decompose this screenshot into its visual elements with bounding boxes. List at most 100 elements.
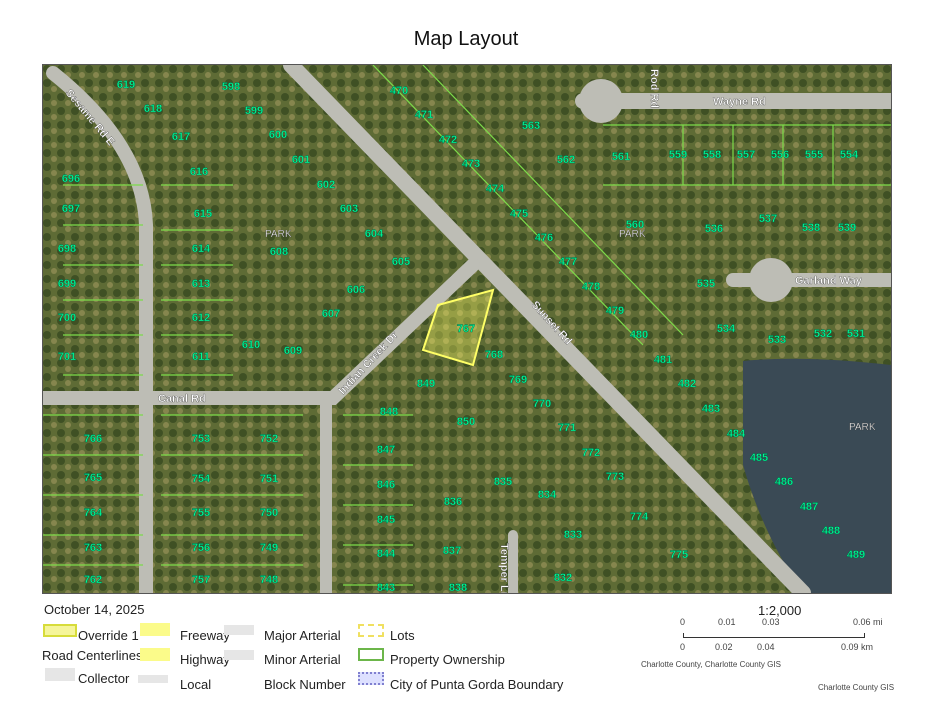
lot-number: 478 bbox=[582, 281, 600, 293]
lot-number: 772 bbox=[582, 447, 600, 459]
lot-number: 536 bbox=[705, 223, 723, 235]
lot-number: 561 bbox=[612, 151, 630, 163]
lot-number: 556 bbox=[771, 149, 789, 161]
map-title: Map Layout bbox=[413, 28, 519, 50]
lot-number: 833 bbox=[564, 529, 582, 541]
lot-number: 603 bbox=[340, 203, 358, 215]
lot-number: 750 bbox=[260, 507, 278, 519]
lot-number: 477 bbox=[559, 256, 577, 268]
lot-number: 559 bbox=[669, 149, 687, 161]
lot-number: 836 bbox=[444, 496, 462, 508]
lot-number: 486 bbox=[775, 476, 793, 488]
lot-number: 617 bbox=[172, 131, 190, 143]
scale-tick: 0 bbox=[680, 642, 686, 652]
scale-tick: 0.02 bbox=[715, 642, 733, 652]
lot-number: 483 bbox=[702, 403, 720, 415]
lot-number: 767 bbox=[457, 323, 475, 335]
lot-number: 845 bbox=[377, 514, 395, 526]
override-parcel bbox=[421, 288, 495, 367]
legend-city-boundary: City of Punta Gorda Boundary bbox=[390, 677, 564, 692]
lot-number: 616 bbox=[190, 166, 208, 178]
lot-number: 753 bbox=[192, 433, 210, 445]
legend-highway: Highway bbox=[180, 652, 230, 667]
legend-lots: Lots bbox=[390, 628, 415, 643]
pond bbox=[743, 358, 891, 593]
map-date: October 14, 2025 bbox=[44, 602, 145, 617]
lots-swatch bbox=[358, 624, 384, 637]
lot-number: 843 bbox=[377, 582, 395, 594]
lot-number: 476 bbox=[535, 232, 553, 244]
legend-major-arterial: Major Arterial bbox=[264, 628, 341, 643]
lot-number: 609 bbox=[284, 345, 302, 357]
lot-number: 618 bbox=[144, 103, 162, 115]
lot-number: 751 bbox=[260, 473, 278, 485]
legend-block-number: Block Number bbox=[264, 677, 346, 692]
map-credit: Charlotte County GIS bbox=[818, 683, 895, 692]
lot-number: 473 bbox=[462, 158, 480, 170]
lot-number: 531 bbox=[847, 328, 865, 340]
legend-minor-arterial: Minor Arterial bbox=[264, 652, 341, 667]
lot-number: 835 bbox=[494, 476, 512, 488]
lot-number: 698 bbox=[58, 243, 76, 255]
lot-number: 765 bbox=[84, 472, 102, 484]
lot-number: 697 bbox=[62, 203, 80, 215]
road-label: Canal Rd bbox=[158, 393, 206, 405]
lot-number: 696 bbox=[62, 173, 80, 185]
lot-number: 555 bbox=[805, 149, 823, 161]
major-arterial-swatch bbox=[224, 625, 254, 635]
lot-number: 773 bbox=[606, 471, 624, 483]
lot-number: 844 bbox=[377, 548, 396, 560]
lot-number: 485 bbox=[750, 452, 768, 464]
legend-collector: Collector bbox=[78, 671, 130, 686]
lot-number: 479 bbox=[606, 305, 624, 317]
lot-number: 614 bbox=[192, 243, 211, 255]
road-network bbox=[43, 65, 891, 593]
legend-road-centerlines: Road Centerlines bbox=[42, 648, 143, 663]
lot-number: 558 bbox=[703, 149, 721, 161]
lot-number: 535 bbox=[697, 278, 715, 290]
lot-number: 775 bbox=[670, 549, 688, 561]
lot-number: 838 bbox=[449, 582, 467, 594]
lot-number: 482 bbox=[678, 378, 696, 390]
minor-arterial-swatch bbox=[224, 650, 254, 660]
scale-ratio: 1:2,000 bbox=[758, 603, 802, 618]
lot-number: 481 bbox=[654, 354, 672, 366]
lot-number: 700 bbox=[58, 312, 76, 324]
road-label: Garland Way bbox=[795, 275, 863, 287]
scale-tick: 0.06 mi bbox=[853, 617, 883, 627]
collector-swatch bbox=[45, 668, 75, 681]
lot-number: 769 bbox=[509, 374, 527, 386]
lot-number: 598 bbox=[222, 81, 240, 93]
lot-number: 766 bbox=[84, 433, 102, 445]
lot-number: 602 bbox=[317, 179, 335, 191]
local-swatch bbox=[138, 675, 168, 683]
legend-override: Override 1 bbox=[78, 628, 139, 643]
lot-number: 538 bbox=[802, 222, 820, 234]
lot-number: 755 bbox=[192, 507, 210, 519]
lot-number: 847 bbox=[377, 444, 395, 456]
lot-number: 608 bbox=[270, 246, 288, 258]
lot-number: 599 bbox=[245, 105, 263, 117]
lot-number: 470 bbox=[390, 85, 408, 97]
lot-number: 539 bbox=[838, 222, 856, 234]
lot-number: 613 bbox=[192, 278, 210, 290]
lot-number: 774 bbox=[630, 511, 649, 523]
lot-number: 601 bbox=[292, 154, 310, 166]
lot-number: 763 bbox=[84, 542, 102, 554]
lot-number: 701 bbox=[58, 351, 76, 363]
scale-bar bbox=[683, 633, 865, 638]
legend-local: Local bbox=[180, 677, 212, 692]
lot-number: 474 bbox=[486, 183, 505, 195]
legend-freeway: Freeway bbox=[180, 628, 230, 643]
parcel-lines bbox=[43, 65, 891, 586]
lot-number: 563 bbox=[522, 120, 540, 132]
lot-number: 612 bbox=[192, 312, 210, 324]
lot-number: 849 bbox=[417, 378, 435, 390]
lot-number: 619 bbox=[117, 79, 135, 91]
lot-number: 604 bbox=[365, 228, 384, 240]
scale-tick: 0.04 bbox=[757, 642, 775, 652]
scale-attribution: Charlotte County, Charlotte County GIS bbox=[641, 660, 781, 669]
highway-swatch bbox=[140, 648, 170, 661]
lot-number: 699 bbox=[58, 278, 76, 290]
